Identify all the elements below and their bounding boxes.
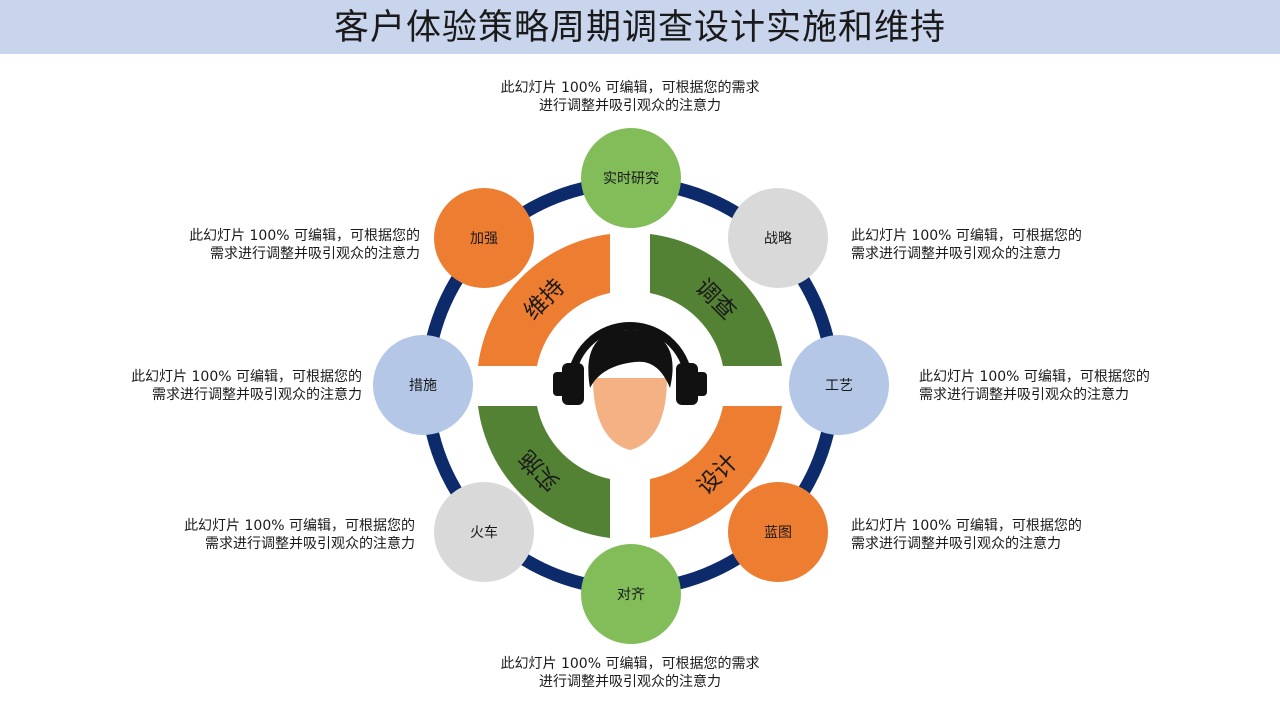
quadrant-top-right: [650, 234, 782, 366]
quadrant-bottom-left: [478, 406, 610, 538]
desc-right: 此幻灯片 100% 可编辑，可根据您的 需求进行调整并吸引观众的注意力: [919, 369, 1150, 403]
desc-top: 此幻灯片 100% 可编辑，可根据您的需求 进行调整并吸引观众的注意力: [500, 80, 760, 114]
desc-top-left: 此幻灯片 100% 可编辑，可根据您的 需求进行调整并吸引观众的注意力: [189, 228, 420, 262]
title-bar: [0, 0, 1280, 54]
node-left: 措施: [373, 335, 473, 435]
node-label-blueprint: 蓝图: [764, 525, 792, 541]
node-label-measure: 措施: [409, 378, 437, 394]
desc-bottom-left: 此幻灯片 100% 可编辑，可根据您的 需求进行调整并吸引观众的注意力: [184, 518, 415, 552]
node-top-right: 战略: [728, 188, 828, 288]
desc-bottom: 此幻灯片 100% 可编辑，可根据您的需求 进行调整并吸引观众的注意力: [500, 656, 760, 690]
page-title: 客户体验策略周期调查设计实施和维持: [333, 8, 946, 48]
desc-left: 此幻灯片 100% 可编辑，可根据您的 需求进行调整并吸引观众的注意力: [131, 369, 362, 403]
node-bottom-left: 火车: [434, 482, 534, 582]
node-label-train: 火车: [470, 524, 498, 541]
node-label-strategy: 战略: [764, 231, 792, 247]
node-bottom: 对齐: [581, 544, 681, 644]
quadrant-bottom-right: [650, 406, 782, 538]
node-bottom-right: 蓝图: [728, 482, 828, 582]
node-right: 工艺: [789, 335, 889, 435]
quadrant-top-left: [478, 234, 610, 366]
desc-top-right: 此幻灯片 100% 可编辑，可根据您的 需求进行调整并吸引观众的注意力: [851, 228, 1082, 262]
node-top: 实时研究: [581, 128, 681, 228]
node-label-align: 对齐: [617, 587, 645, 603]
node-label-realtime-research: 实时研究: [603, 171, 659, 187]
node-top-left: 加强: [434, 188, 534, 288]
node-label-reinforce: 加强: [470, 231, 498, 247]
headset-person-icon: [553, 322, 707, 450]
node-label-craft: 工艺: [825, 378, 853, 394]
desc-bottom-right: 此幻灯片 100% 可编辑，可根据您的 需求进行调整并吸引观众的注意力: [851, 518, 1082, 552]
